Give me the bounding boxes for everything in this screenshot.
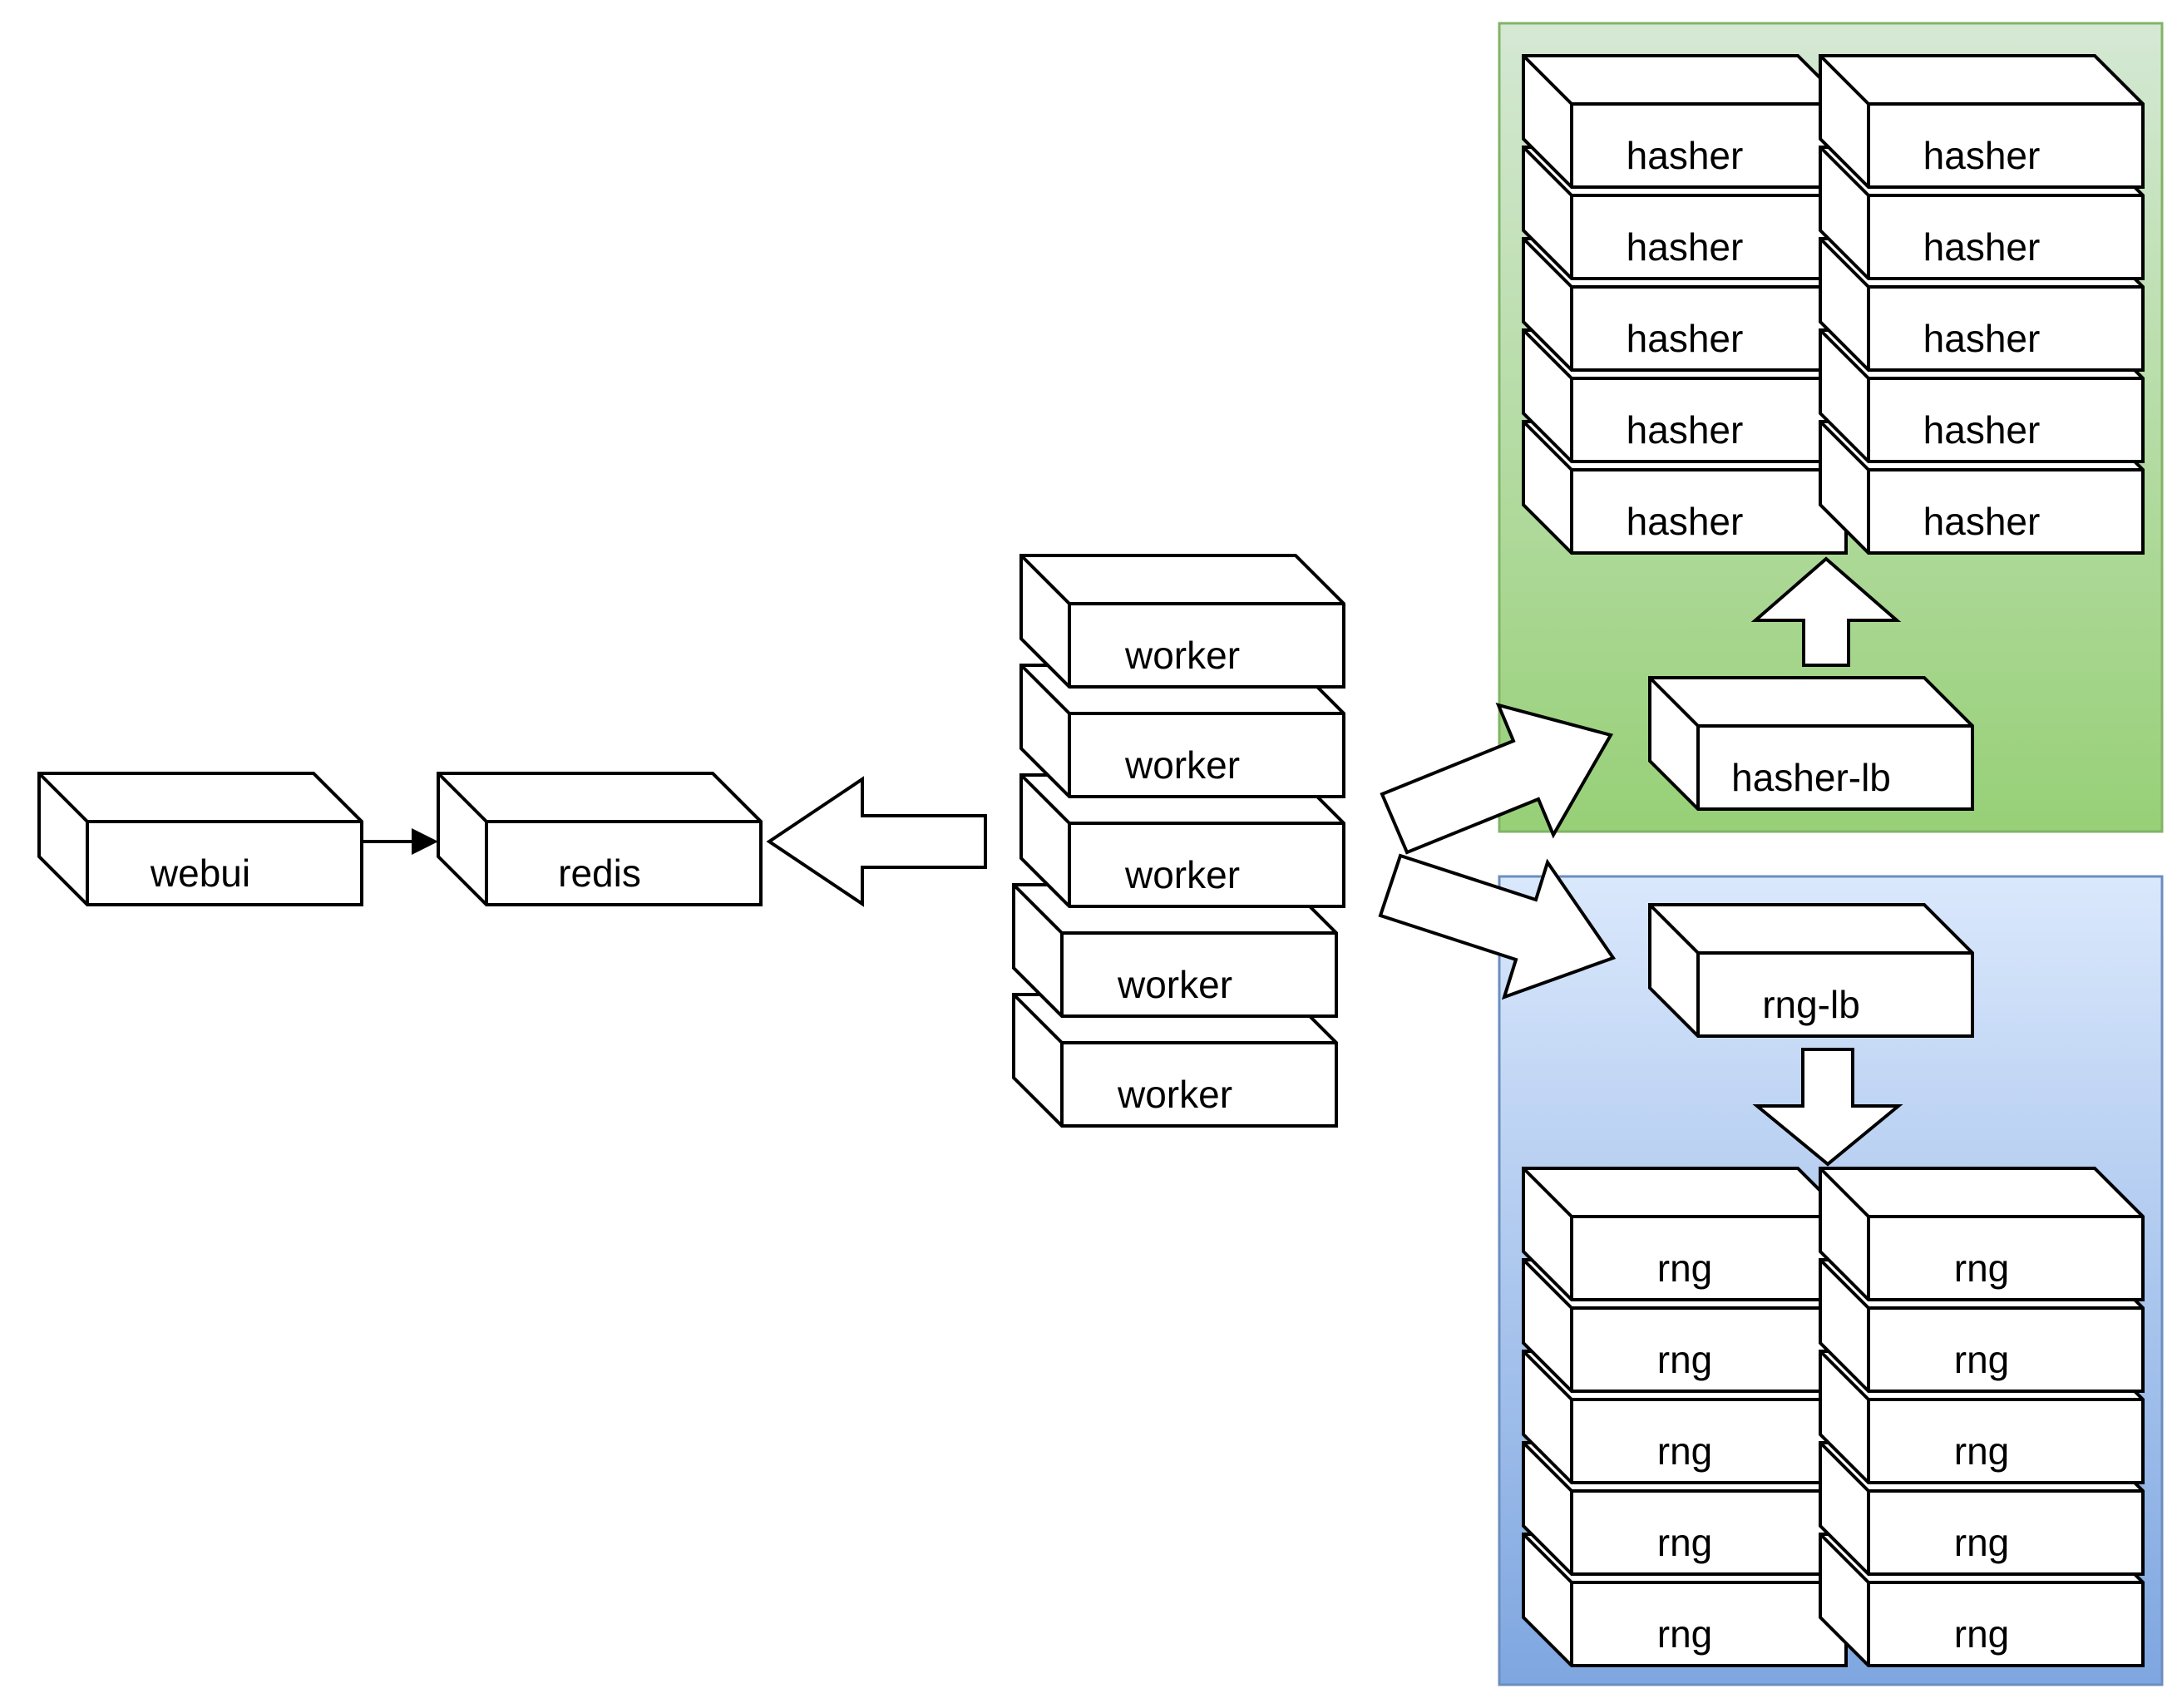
node-rng-1-label: rng <box>1657 1246 1712 1290</box>
node-hasher-6: hasher <box>1819 54 2145 189</box>
node-rng-8-label: rng <box>1954 1429 2009 1473</box>
node-rng-5-label: rng <box>1657 1612 1712 1656</box>
node-worker-2: worker <box>1019 664 1345 798</box>
node-hasher-lb-shape <box>1648 676 1974 811</box>
node-redis-label: redis <box>558 852 641 895</box>
node-worker-3-shape <box>1019 773 1345 908</box>
node-rng-6-shape <box>1819 1167 2145 1301</box>
node-worker-1-label: worker <box>1124 634 1240 677</box>
node-rng-lb-shape <box>1648 903 1974 1038</box>
arrow-hasher-lb-to-hashers <box>1750 556 1902 667</box>
node-hasher-4-label: hasher <box>1627 408 1744 452</box>
node-rng-4-label: rng <box>1657 1521 1712 1564</box>
node-rng-lb: rng-lb <box>1648 903 1974 1038</box>
node-worker-4-shape <box>1012 883 1338 1018</box>
node-hasher-1: hasher <box>1522 54 1848 189</box>
rng-lb-node: rng-lb <box>1648 903 1974 1038</box>
node-hasher-5-label: hasher <box>1627 500 1744 543</box>
arrow-workers-to-hasher-lb <box>1380 703 1614 855</box>
hasher-lb-node: hasher-lb <box>1648 676 1974 811</box>
node-hasher-6-label: hasher <box>1923 134 2041 177</box>
node-hasher-1-label: hasher <box>1627 134 1744 177</box>
arrow-rng-lb-to-rngs <box>1752 1048 1903 1167</box>
node-hasher-3-label: hasher <box>1627 317 1744 360</box>
node-rng-2-label: rng <box>1657 1338 1712 1381</box>
node-worker-4-label: worker <box>1117 963 1232 1006</box>
node-worker-5-label: worker <box>1117 1073 1232 1116</box>
node-webui-label: webui <box>150 852 250 895</box>
node-hasher-10-label: hasher <box>1923 500 2041 543</box>
node-hasher-8-label: hasher <box>1923 317 2041 360</box>
node-worker-2-shape <box>1019 664 1345 798</box>
node-worker-5-shape <box>1012 993 1338 1128</box>
node-worker-3-label: worker <box>1124 853 1240 896</box>
node-rng-6: rng <box>1819 1167 2145 1301</box>
node-worker-4: worker <box>1012 883 1338 1018</box>
arrow-workers-to-redis <box>766 776 987 907</box>
node-rng-1: rng <box>1522 1167 1848 1301</box>
node-rng-3-label: rng <box>1657 1429 1712 1473</box>
node-hasher-7-label: hasher <box>1923 225 2041 269</box>
node-hasher-6-shape <box>1819 54 2145 189</box>
node-hasher-lb: hasher-lb <box>1648 676 1974 811</box>
node-rng-7-label: rng <box>1954 1338 2009 1381</box>
node-hasher-2-label: hasher <box>1627 225 1744 269</box>
node-webui-shape <box>37 772 363 906</box>
node-worker-3: worker <box>1019 773 1345 908</box>
node-redis-shape <box>437 772 763 906</box>
arrow-workers-to-rng-lb <box>1378 853 1617 1000</box>
node-worker-1: worker <box>1019 554 1345 689</box>
node-hasher-9-label: hasher <box>1923 408 2041 452</box>
hasher-stack: hasher hasher hasher hasher hasher hasher hash… <box>1522 54 2145 555</box>
node-redis: redis <box>437 772 763 906</box>
node-worker-5: worker <box>1012 993 1338 1128</box>
node-worker-1-shape <box>1019 554 1345 689</box>
rng-stack: rng rng rng rng rng rng rng rng rng rng <box>1522 1167 2145 1667</box>
node-rng-10-label: rng <box>1954 1612 2009 1656</box>
webui-redis-row: webui redis <box>37 772 763 906</box>
node-webui: webui <box>37 772 363 906</box>
node-rng-9-label: rng <box>1954 1521 2009 1564</box>
node-rng-lb-label: rng-lb <box>1762 983 1860 1026</box>
worker-stack: worker worker worker worker worker <box>1012 554 1345 1128</box>
edge-webui-to-redis-arrowhead <box>412 828 438 855</box>
node-rng-6-label: rng <box>1954 1246 2009 1290</box>
node-worker-2-label: worker <box>1124 743 1240 787</box>
node-hasher-lb-label: hasher-lb <box>1731 756 1891 799</box>
